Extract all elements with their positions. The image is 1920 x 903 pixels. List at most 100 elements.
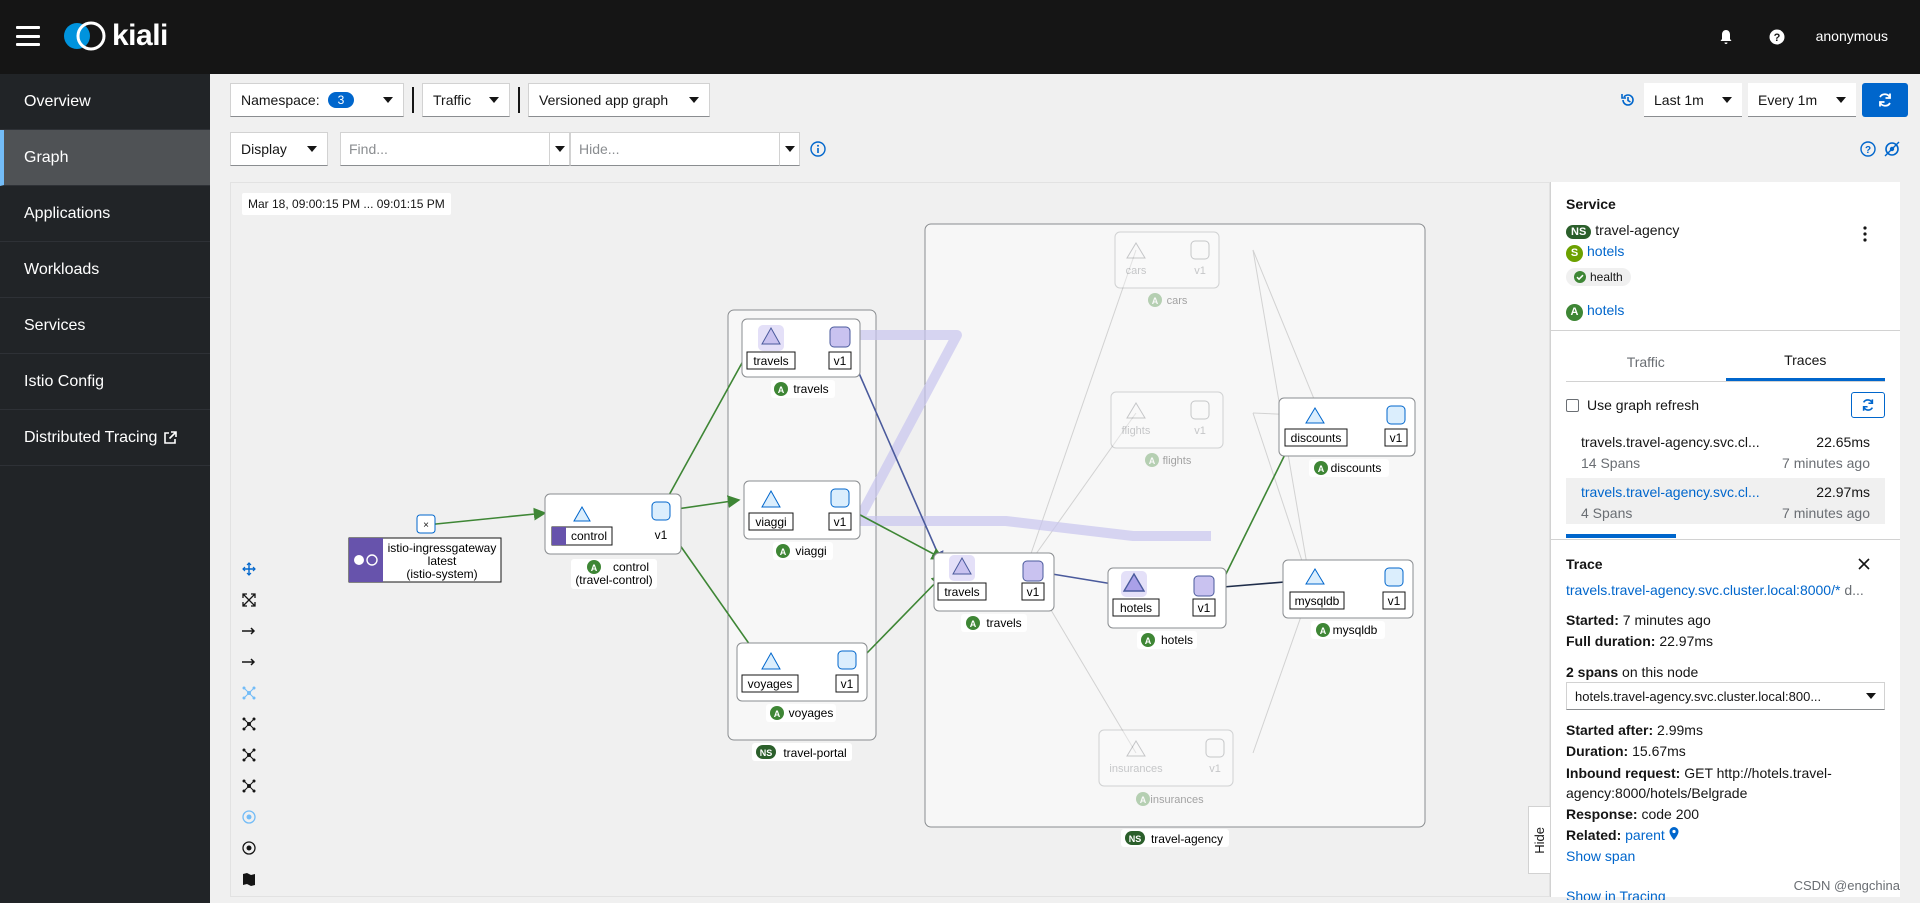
kiali-logo[interactable]: kiali <box>62 18 168 54</box>
trace-link[interactable]: travels.travel-agency.svc.cluster.local:… <box>1566 582 1841 598</box>
info-icon[interactable] <box>810 141 826 157</box>
graph-help-icon[interactable]: ? <box>1860 141 1876 157</box>
hide-panel-tab[interactable]: Hide <box>1528 806 1550 874</box>
node-mysqldb[interactable]: mysqldb v1 A mysqldb <box>1282 559 1414 639</box>
toolbar-divider <box>412 87 414 113</box>
panel-divider <box>1551 539 1900 540</box>
refresh-button[interactable] <box>1862 83 1908 117</box>
app-badge: A <box>774 709 781 719</box>
app-label: voyages <box>789 706 834 720</box>
trace-list-item[interactable]: travels.travel-agency.svc.cl...22.65ms 1… <box>1566 428 1885 474</box>
inbound-label: Inbound request: <box>1566 765 1681 781</box>
user-menu[interactable]: anonymous <box>1815 28 1888 44</box>
panel-title: Service <box>1566 196 1616 212</box>
app-badge: A <box>780 547 787 557</box>
related-parent-link[interactable]: parent <box>1625 827 1665 843</box>
node-viaggi[interactable]: viaggi v1 A viaggi <box>743 480 861 560</box>
kebab-menu-icon[interactable] <box>1862 226 1868 245</box>
node-hotels[interactable]: hotels v1 A hotels <box>1107 567 1227 649</box>
map-legend-icon[interactable] <box>235 863 263 894</box>
layout-dagre-icon[interactable] <box>235 770 263 801</box>
selected-trace-highlight <box>773 330 1211 541</box>
help-icon[interactable]: ? <box>1766 26 1788 48</box>
span-related-row: Related: parent <box>1566 826 1885 844</box>
node-flights[interactable]: flights v1 A flights <box>1110 391 1224 467</box>
app-label: hotels <box>1161 633 1193 647</box>
traffic-select[interactable]: Traffic <box>422 83 510 117</box>
use-graph-refresh-label: Use graph refresh <box>1587 397 1700 413</box>
sidebar-item-services[interactable]: Services <box>0 298 210 354</box>
panel-health-row: health <box>1566 268 1885 286</box>
namespace-name: travel-agency <box>1151 832 1223 846</box>
span-select[interactable]: hotels.travel-agency.svc.cluster.local:8… <box>1566 682 1885 710</box>
namespace-select[interactable]: Namespace: 3 <box>230 83 404 117</box>
bell-icon[interactable] <box>1715 26 1737 48</box>
node-istio-ingressgateway[interactable]: istio-ingressgateway latest (istio-syste… <box>348 514 502 583</box>
trace-duration-row: Full duration: 22.97ms <box>1566 632 1885 650</box>
panel-app-link[interactable]: hotels <box>1587 302 1625 318</box>
sidebar-item-overview[interactable]: Overview <box>0 74 210 130</box>
sidebar-item-label: Istio Config <box>24 372 105 390</box>
layout-cose-icon[interactable] <box>235 739 263 770</box>
layout-arrow-icon[interactable] <box>235 615 263 646</box>
graph-tour-icon[interactable] <box>1884 141 1900 157</box>
duration-select[interactable]: Last 1m <box>1644 83 1742 117</box>
refresh-icon <box>1879 93 1891 107</box>
history-icon[interactable] <box>1620 92 1636 108</box>
show-span-link[interactable]: Show span <box>1566 848 1636 864</box>
ns-badge: NS <box>1566 225 1592 239</box>
panel-divider <box>1551 330 1900 331</box>
node-control[interactable]: control v1 A control (travel-control) <box>544 493 682 589</box>
graph-type-select[interactable]: Versioned app graph <box>528 83 710 117</box>
trace-name: travels.travel-agency.svc.cl... <box>1581 434 1760 450</box>
sidebar-item-applications[interactable]: Applications <box>0 186 210 242</box>
app-badge: A <box>591 563 598 573</box>
ns-badge: NS <box>760 748 773 758</box>
node-label: viaggi <box>755 515 786 529</box>
health-pill[interactable]: health <box>1566 268 1631 286</box>
trace-list-item-selected[interactable]: travels.travel-agency.svc.cl...22.97ms 4… <box>1566 478 1885 524</box>
trace-duration: 22.65ms <box>1816 434 1870 450</box>
fit-to-screen-icon[interactable] <box>235 584 263 615</box>
layout-arrow-2-icon[interactable] <box>235 646 263 677</box>
menu-toggle-icon[interactable] <box>16 26 40 46</box>
graph-canvas[interactable]: Mar 18, 09:00:15 PM ... 09:01:15 PM <box>230 182 1550 897</box>
hide-history-toggle[interactable] <box>780 132 800 166</box>
sidebar-item-workloads[interactable]: Workloads <box>0 242 210 298</box>
display-select[interactable]: Display <box>230 132 328 166</box>
layout-default-icon[interactable] <box>235 677 263 708</box>
tab-traces[interactable]: Traces <box>1725 342 1885 381</box>
started-after-label: Started after: <box>1566 722 1654 738</box>
use-graph-refresh-checkbox[interactable] <box>1566 398 1579 412</box>
node-discounts[interactable]: discounts v1 A discounts <box>1278 397 1416 477</box>
node-insurances[interactable]: insurances v1 A insurances <box>1098 729 1234 806</box>
trace-duration: 22.97ms <box>1816 484 1870 500</box>
node-voyages[interactable]: voyages v1 A voyages <box>736 642 868 722</box>
ingress-namespace: (istio-system) <box>406 567 477 581</box>
node-agency-travels[interactable]: travels v1 A travels <box>933 552 1055 632</box>
layout-cola-icon[interactable] <box>235 708 263 739</box>
tab-traffic[interactable]: Traffic <box>1626 353 1665 370</box>
sidebar-item-istio-config[interactable]: Istio Config <box>0 354 210 410</box>
node-portal-travels[interactable]: travels v1 A travels <box>741 318 861 398</box>
node-cars[interactable]: cars v1 A cars <box>1114 231 1220 307</box>
find-history-toggle[interactable] <box>550 132 570 166</box>
refresh-interval-select[interactable]: Every 1m <box>1748 83 1856 117</box>
traffic-label: Traffic <box>433 92 472 108</box>
brand-name: kiali <box>112 19 168 52</box>
show-in-tracing-link[interactable]: Show in Tracing <box>1566 888 1666 900</box>
traffic-graph[interactable]: istio-ingressgateway latest (istio-syste… <box>231 183 1551 898</box>
find-input[interactable]: Find... <box>340 132 550 166</box>
sidebar-item-graph[interactable]: Graph <box>0 130 210 186</box>
namespace-layout-icon[interactable] <box>235 801 263 832</box>
hide-input[interactable]: Hide... <box>570 132 780 166</box>
pan-icon[interactable] <box>235 553 263 584</box>
close-icon[interactable] <box>1858 557 1870 573</box>
legend-layout-icon[interactable] <box>235 832 263 863</box>
trace-spans: 4 Spans <box>1581 505 1633 521</box>
sidebar-item-distributed-tracing[interactable]: Distributed Tracing <box>0 410 210 466</box>
panel-service-link[interactable]: hotels <box>1587 243 1625 259</box>
app-label: viaggi <box>795 544 826 558</box>
version-label: v1 <box>1209 763 1221 775</box>
traces-refresh-button[interactable] <box>1851 392 1885 418</box>
